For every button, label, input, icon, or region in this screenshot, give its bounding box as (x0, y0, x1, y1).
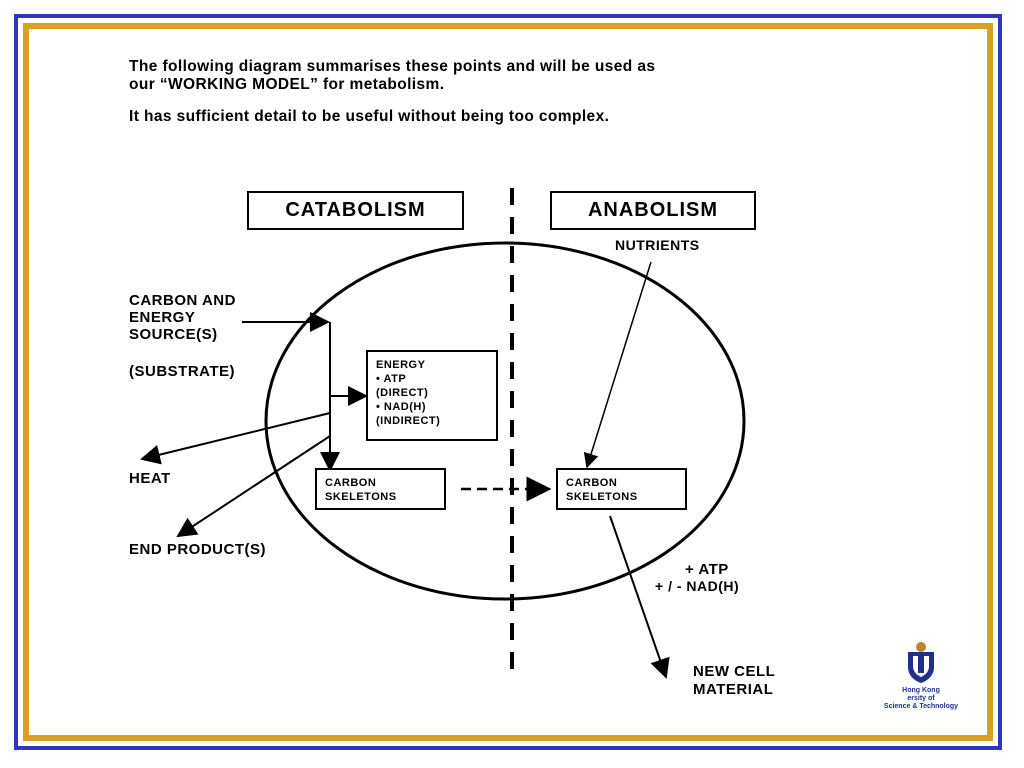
carbon-skeletons-left-box: CARBON SKELETONS (315, 468, 446, 510)
new-cell-line: NEW CELL (693, 663, 776, 680)
intro-text: The following diagram summarises these p… (129, 58, 829, 126)
substrate-label: (SUBSTRATE) (129, 363, 236, 380)
new-cell-arrow (609, 515, 670, 679)
intro-line-3: It has sufficient detail to be useful wi… (129, 108, 610, 125)
energy-line: ENERGY (129, 309, 196, 326)
energy-atp: • ATP (376, 373, 407, 385)
university-logo: Hong Kong ersity of Science & Technology (866, 641, 976, 723)
right-skeleton-line-1: CARBON (566, 477, 618, 489)
anabolism-box: ANABOLISM (550, 191, 756, 230)
carbon-skeletons-right-box: CARBON SKELETONS (556, 468, 687, 510)
nad-label: + / - NAD(H) (655, 578, 740, 594)
anabolism-label: ANABOLISM (587, 199, 719, 221)
energy-indirect: (INDIRECT) (376, 415, 441, 427)
material-line: MATERIAL (693, 681, 774, 698)
university-crest-icon (908, 642, 934, 683)
atp-label: + ATP (685, 561, 729, 578)
catabolism-label: CATABOLISM (285, 199, 426, 221)
nutrients-arrow (583, 261, 652, 469)
logo-line-2: ersity of (907, 695, 935, 702)
intro-line-2: our “WORKING MODEL” for metabolism. (129, 76, 445, 93)
logo-line-3: Science & Technology (883, 703, 959, 710)
heat-arrow (140, 412, 331, 465)
cell-circle (264, 241, 746, 601)
intro-line-1: The following diagram summarises these p… (129, 58, 656, 75)
energy-box: ENERGY • ATP (DIRECT) • NAD(H) (INDIRECT… (366, 350, 498, 441)
nutrients-label: NUTRIENTS (615, 237, 700, 253)
source-line: SOURCE(S) (129, 326, 218, 343)
logo-line-1: Hong Kong (902, 687, 940, 694)
energy-title: ENERGY (376, 359, 426, 371)
carbon-energy-source-label: CARBON AND ENERGY SOURCE(S) (129, 292, 236, 343)
left-skeleton-line-2: SKELETONS (325, 491, 397, 503)
right-skeleton-line-2: SKELETONS (566, 491, 638, 503)
end-products-label: END PRODUCT(S) (129, 541, 266, 558)
energy-nad: • NAD(H) (376, 401, 427, 413)
catabolism-box: CATABOLISM (247, 191, 464, 230)
heat-label: HEAT (129, 470, 171, 487)
new-cell-material-label: NEW CELL MATERIAL (693, 663, 775, 699)
end-products-arrow (176, 435, 331, 538)
left-skeleton-line-1: CARBON (325, 477, 377, 489)
outer-frame (14, 14, 1002, 750)
carbon-line: CARBON AND (129, 292, 236, 309)
inner-frame (23, 23, 993, 741)
energy-direct: (DIRECT) (376, 387, 429, 399)
